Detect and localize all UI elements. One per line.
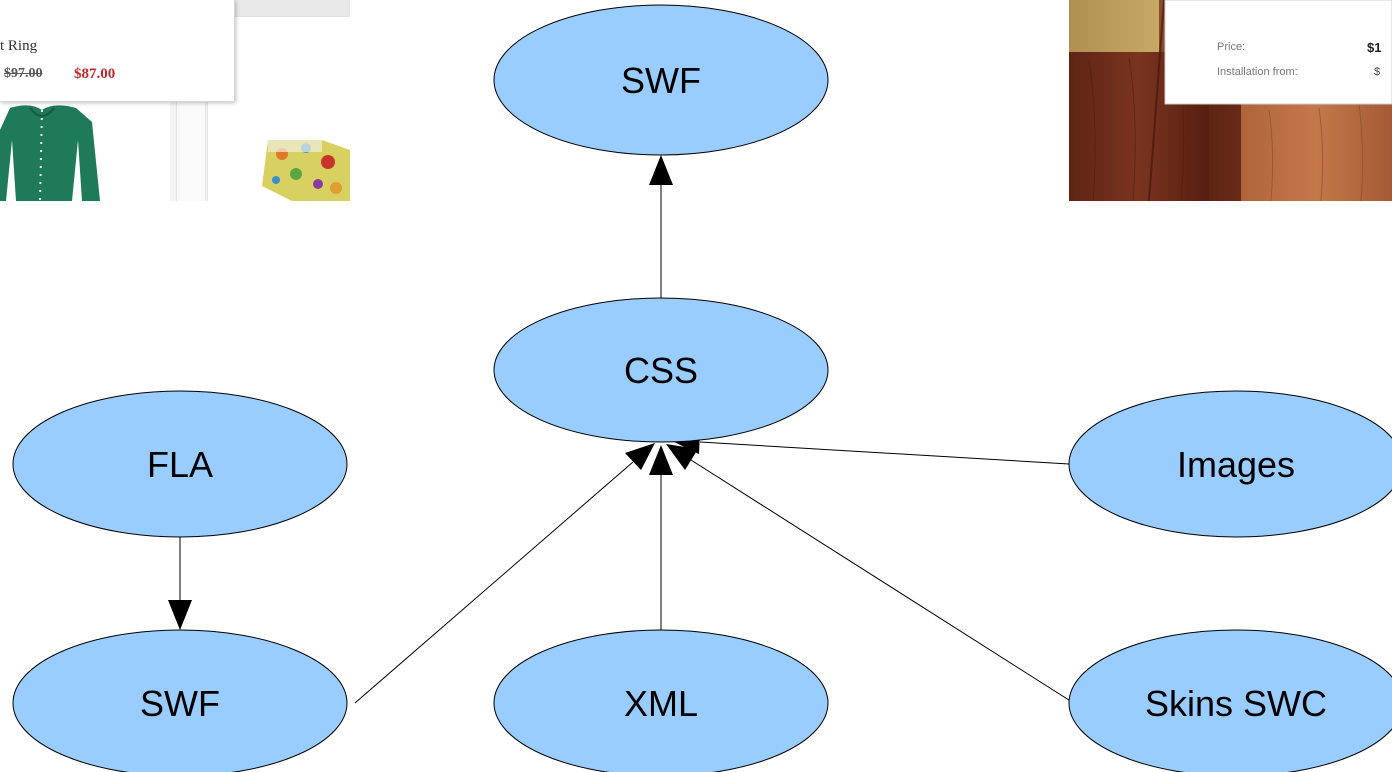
arrowhead-icon [649, 445, 673, 475]
price-label: Price: [1217, 41, 1246, 53]
arrowhead-icon [625, 443, 655, 470]
node-fla: FLA [12, 390, 348, 538]
installation-label: Installation from: [1217, 66, 1298, 78]
product-tile [176, 100, 206, 201]
price-value: $1 [1367, 40, 1382, 55]
node-xml: XML [493, 629, 829, 772]
sale-price: $87.00 [74, 66, 116, 82]
edge-swf-to-css [354, 461, 634, 704]
arrowhead-icon [649, 155, 673, 185]
edge-images-to-css [699, 441, 1070, 465]
product-name: t Ring [0, 38, 38, 54]
original-price: $97.00 [4, 66, 43, 81]
wood-floor-image [1069, 0, 1392, 201]
thumbnail-top-strip [230, 0, 350, 16]
node-css: CSS [493, 297, 829, 443]
cardigan-image [0, 105, 100, 201]
arrowhead-icon [168, 600, 192, 630]
shop-thumbnail: t Ring $97.00 $87.00 [0, 0, 350, 201]
arrowhead-icon [666, 444, 698, 470]
node-label: Skins SWC [1145, 683, 1327, 724]
node-label: FLA [147, 444, 213, 485]
bedding-image [262, 140, 350, 201]
node-skins-swc: Skins SWC [1068, 629, 1392, 772]
product-tile [234, 16, 350, 102]
node-swf-top: SWF [493, 4, 829, 156]
flooring-thumbnail: Price: Installation from: $1 $ [1069, 0, 1392, 201]
node-label: XML [624, 683, 698, 724]
installation-value: $ [1374, 66, 1381, 78]
node-images: Images [1068, 390, 1392, 538]
node-label: SWF [621, 60, 701, 101]
edge-skinsswc-to-css [690, 459, 1073, 703]
node-swf-bottom: SWF [12, 629, 348, 772]
product-popup: t Ring $97.00 $87.00 [0, 0, 235, 102]
edges [168, 155, 1073, 704]
node-label: SWF [140, 683, 220, 724]
node-label: CSS [624, 350, 698, 391]
node-label: Images [1177, 444, 1295, 485]
